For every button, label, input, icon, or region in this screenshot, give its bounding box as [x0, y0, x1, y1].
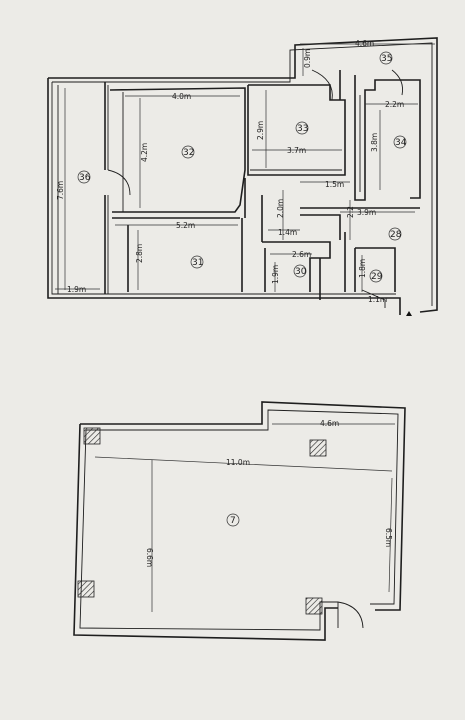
room-number-29: 29 [371, 272, 383, 282]
north-arrow-icon [406, 311, 412, 316]
room-number-32: 32 [183, 148, 194, 158]
door-arc [311, 69, 333, 101]
dim-label-room36-height: 7.6m [56, 181, 65, 200]
dim-label-3-9m: 3.9m [357, 208, 376, 217]
dim-label-room31-width: 5.2m [176, 221, 195, 230]
dim-label-bottom-width: 4.6m [320, 419, 339, 428]
dim-label-room30-height: 1.9m [271, 265, 280, 284]
dim-label-room32-width: 4.0m [172, 92, 191, 101]
dim-label-room33-height: 2.9m [256, 121, 265, 140]
column-hatch [309, 439, 327, 457]
room-number-7: 7 [230, 516, 236, 526]
dim-label-0-9m: 0.9m [303, 49, 312, 68]
dim-label-bottom-length: 11.0m [226, 458, 250, 467]
door-arc [107, 169, 131, 196]
door-arc [337, 601, 364, 629]
column-hatch [305, 597, 323, 615]
dim-label-1-4m: 1.4m [278, 228, 297, 237]
dim-label-room30-width: 2.6m [292, 250, 311, 259]
bottom-floor-plan: 4.6m 11.0m 6.6m 6.5m 7 [73, 401, 406, 641]
top-plan-outer-wall [47, 37, 438, 315]
dim-label-room36-width: 1.9m [67, 285, 86, 294]
room-number-28: 28 [390, 230, 402, 240]
room-number-30: 30 [295, 267, 307, 277]
dim-label-bottom-right-height: 6.5m [384, 528, 393, 547]
column-hatch [83, 427, 101, 445]
room-number-35: 35 [381, 54, 392, 64]
dim-label-top-width: 4.6m [355, 39, 374, 48]
dim-label-1-1m: 1.1m [368, 295, 387, 304]
dim-label-room29-height: 1.8m [358, 259, 367, 278]
room-number-34: 34 [395, 138, 407, 148]
room-number-33: 33 [297, 124, 308, 134]
dim-label-room34-height: 3.8m [370, 133, 379, 152]
dim-label-room35-width: 2.2m [385, 100, 404, 109]
room-number-36: 36 [79, 173, 91, 183]
room-number-31: 31 [192, 258, 203, 268]
dim-label-2-0m: 2.0m [276, 199, 285, 218]
dim-label-room31-height: 2.8m [135, 244, 144, 263]
column-hatch [77, 580, 95, 598]
door-arc [391, 69, 403, 96]
dim-label-1-5m: 1.5m [325, 180, 344, 189]
bottom-plan-outer-wall [73, 401, 406, 641]
top-floor-plan: 4.6m 0.9m 4.0m 2.2m 2.9m 3.8m 4.2m 3.7m … [47, 37, 438, 316]
dim-label-room33-width: 3.7m [287, 146, 306, 155]
dim-label-room32-height: 4.2m [140, 143, 149, 162]
dim-label-bottom-left-height: 6.6m [145, 548, 154, 567]
dim-label-2-2: 2.2 [346, 206, 355, 218]
